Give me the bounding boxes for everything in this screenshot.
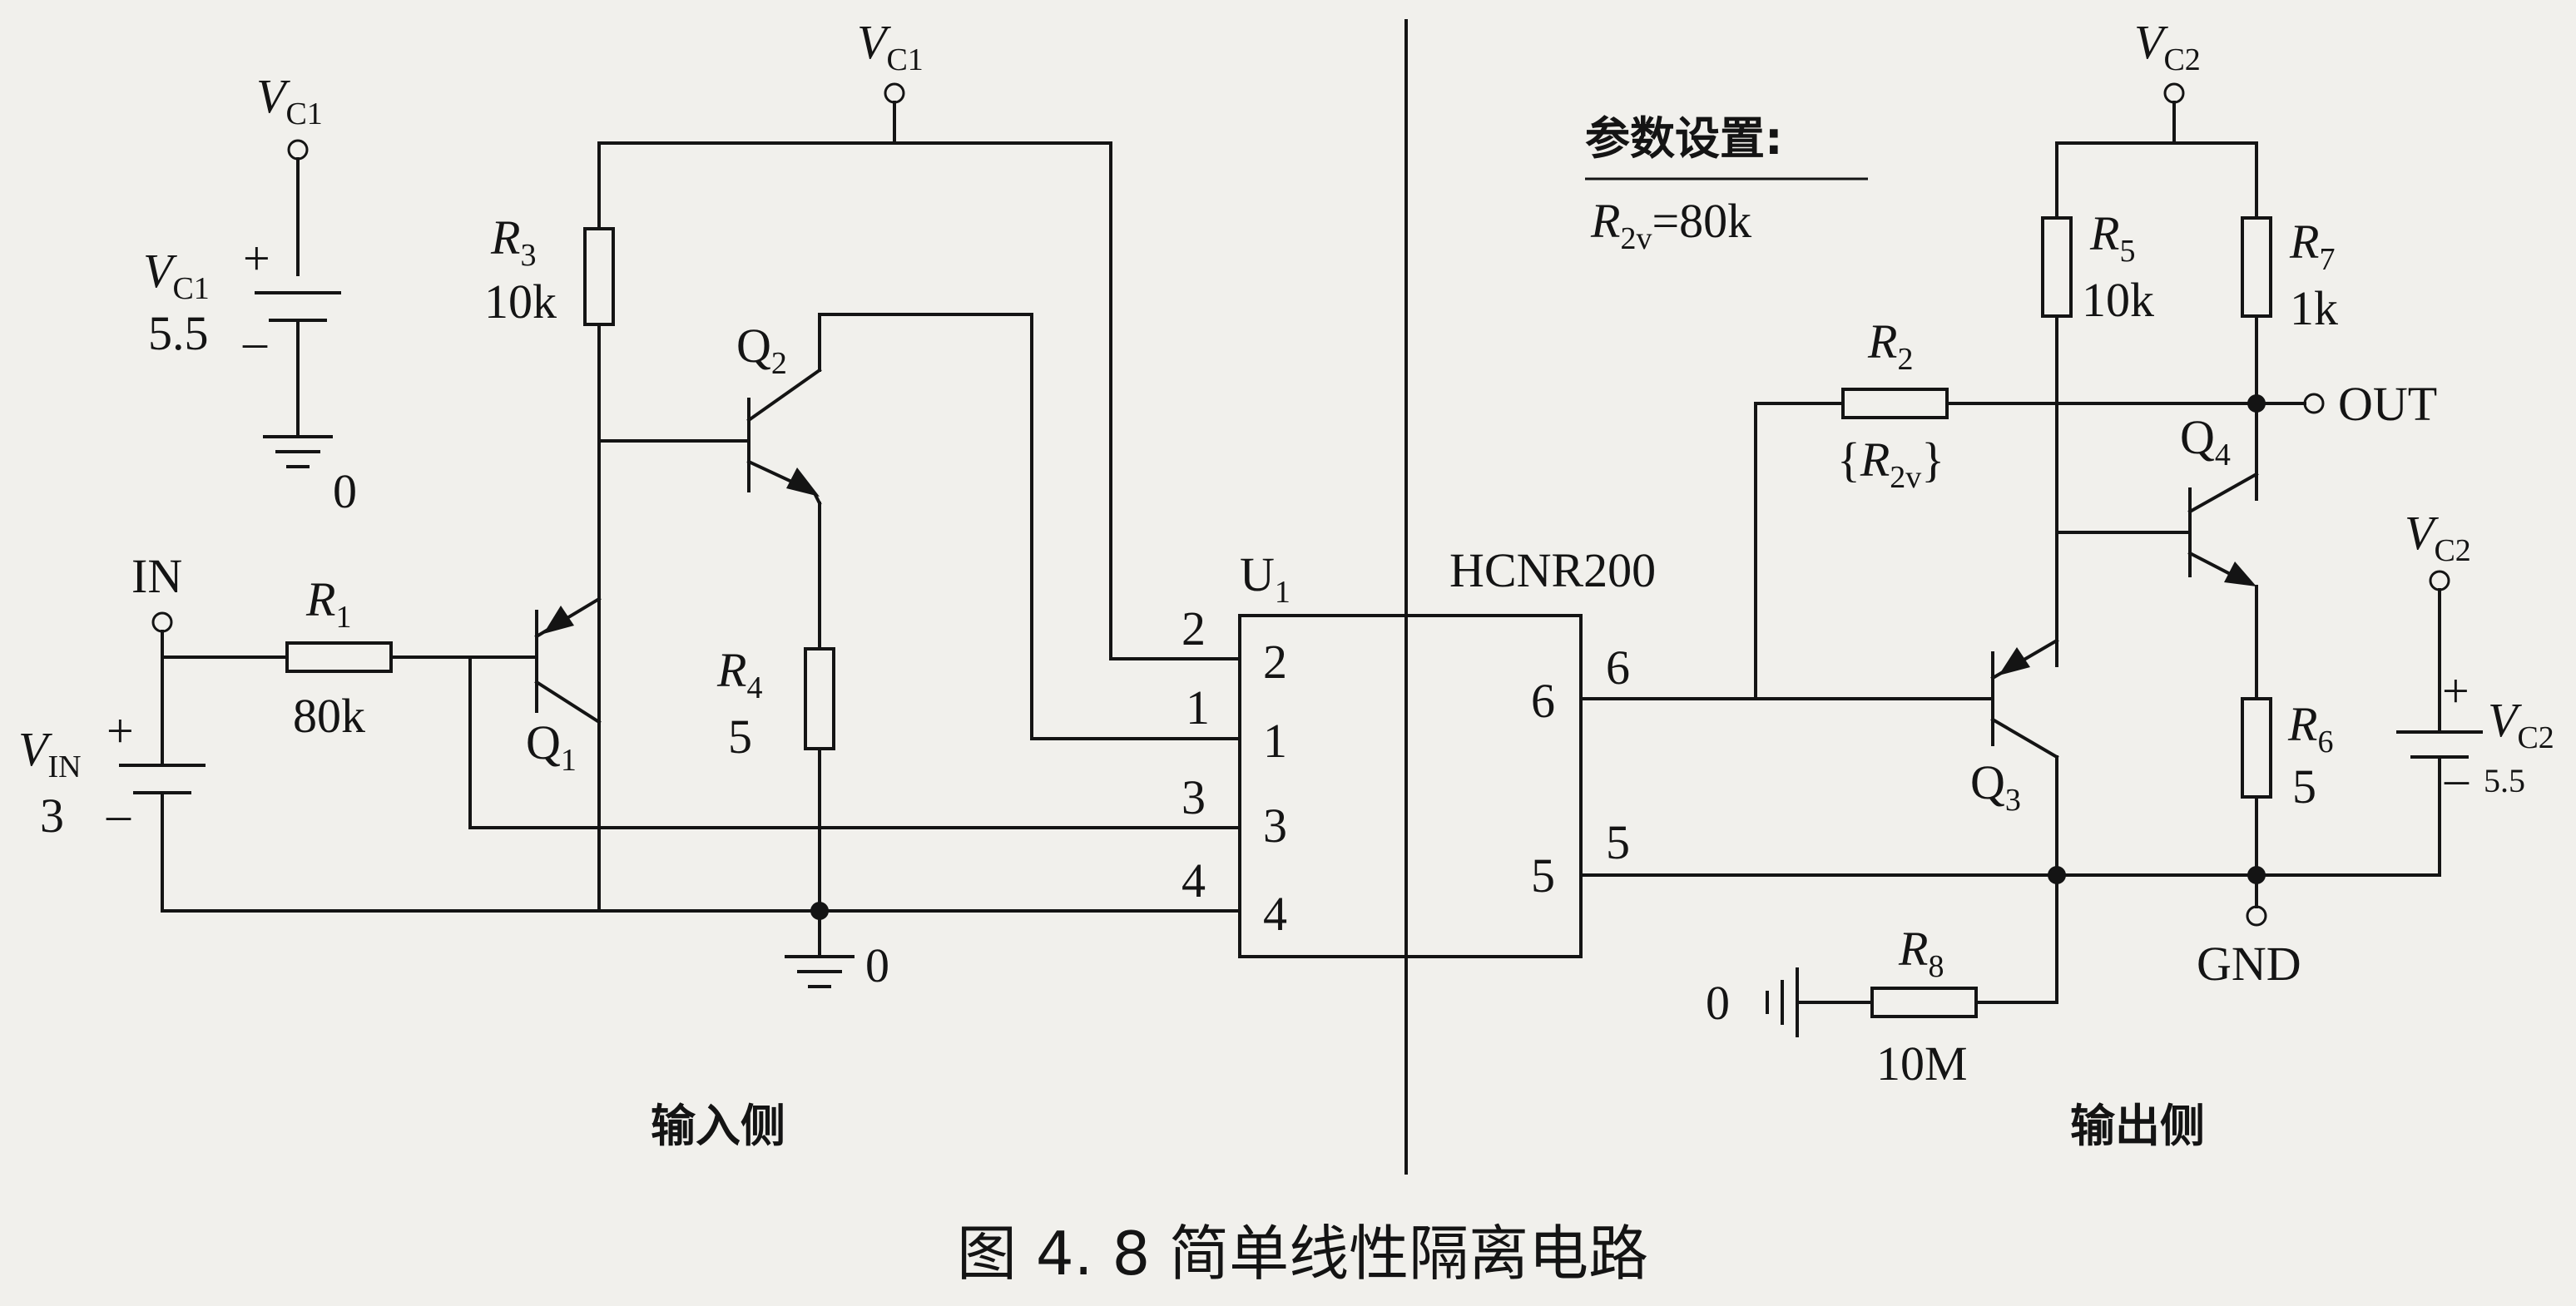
in-label: IN xyxy=(131,549,182,603)
q2-emitter-arrow xyxy=(786,467,820,497)
vin-minus: – xyxy=(106,787,131,841)
q1-label: Q1 xyxy=(526,715,577,778)
r5-label: R5 xyxy=(2089,206,2135,269)
r4-value: 5 xyxy=(728,710,752,764)
r2-value: {R2v} xyxy=(1837,433,1944,495)
left-ground-zero: 0 xyxy=(865,938,889,992)
q2-label: Q2 xyxy=(736,319,787,381)
vc2-src-label: VC2 xyxy=(2488,693,2554,755)
q3-label: Q3 xyxy=(1970,755,2021,818)
vc1-top-terminal xyxy=(884,82,905,104)
vc1-plus: + xyxy=(243,231,270,285)
pin-2-inner: 2 xyxy=(1263,635,1287,689)
vc2-top-label: VC2 xyxy=(2134,15,2201,77)
r6-resistor xyxy=(2241,697,2272,799)
vc1-top-label: VC1 xyxy=(857,15,924,77)
vc1-src-terminal xyxy=(287,139,309,161)
r3-value: 10k xyxy=(484,275,557,329)
chip-name: HCNR200 xyxy=(1449,543,1656,597)
r3-label: R3 xyxy=(490,210,536,273)
pin-3-inner: 3 xyxy=(1263,799,1287,853)
out-terminal xyxy=(2303,393,2325,414)
r3-resistor xyxy=(583,227,615,326)
r1-value: 80k xyxy=(293,689,365,743)
in-terminal xyxy=(151,611,173,633)
right-ground-zero: 0 xyxy=(1706,976,1730,1030)
r4-label: R4 xyxy=(716,643,762,705)
r8-resistor xyxy=(1870,987,1978,1018)
vc2-src-terminal-label: VC2 xyxy=(2405,506,2471,568)
q3-emitter-arrow xyxy=(1999,647,2030,675)
hcnr200-chip xyxy=(1238,614,1583,958)
r8-value: 10M xyxy=(1876,1036,1968,1091)
vc1-src-label: VC1 xyxy=(143,244,210,306)
output-side-label: 输出侧 xyxy=(2070,1100,2205,1152)
r8-label: R8 xyxy=(1898,922,1944,984)
vin-plus: + xyxy=(107,704,134,758)
r5-resistor xyxy=(2041,216,2073,318)
pin-6-inner: 6 xyxy=(1531,674,1555,728)
pin-5-outer: 5 xyxy=(1606,815,1630,869)
vc1-source xyxy=(255,139,341,468)
vin-label: VIN xyxy=(18,722,82,784)
r5-value: 10k xyxy=(2082,273,2154,327)
q4-label: Q4 xyxy=(2180,410,2231,472)
params-value: R2v=80k xyxy=(1590,194,1751,256)
r7-value: 1k xyxy=(2290,281,2338,335)
q1-emitter-arrow xyxy=(543,606,574,634)
vc2-value: 5.5 xyxy=(2484,762,2525,799)
vc1-src-terminal-label: VC1 xyxy=(256,69,323,131)
vc2-top-terminal xyxy=(2163,82,2185,104)
r7-label: R7 xyxy=(2289,215,2335,277)
vc1-ground-zero: 0 xyxy=(333,464,357,518)
gnd-terminal xyxy=(2246,905,2267,927)
params-title: 参数设置: xyxy=(1585,112,1783,165)
r2-label: R2 xyxy=(1867,314,1913,377)
q4-emitter-arrow xyxy=(2224,561,2256,586)
pin-2-outer: 2 xyxy=(1181,601,1206,655)
vc1-minus: – xyxy=(242,314,268,369)
r7-resistor xyxy=(2241,216,2272,318)
r2-resistor xyxy=(1841,388,1949,419)
pin-1-outer: 1 xyxy=(1186,680,1210,735)
pin-5-inner: 5 xyxy=(1531,848,1555,903)
vc1-value: 5.5 xyxy=(148,306,209,360)
input-side-label: 输入侧 xyxy=(651,1100,785,1152)
r1-resistor xyxy=(285,641,393,673)
pin-4-outer: 4 xyxy=(1181,853,1206,908)
pin-1-inner: 1 xyxy=(1263,714,1287,768)
vc2-src-terminal xyxy=(2429,570,2450,591)
r4-resistor xyxy=(804,647,835,750)
pin-6-outer: 6 xyxy=(1606,641,1630,695)
vc2-plus: + xyxy=(2442,664,2469,718)
u1-label: U1 xyxy=(1240,547,1290,610)
gnd-label: GND xyxy=(2197,937,2301,991)
out-label: OUT xyxy=(2338,377,2437,431)
vin-value: 3 xyxy=(40,789,64,843)
vc2-minus: – xyxy=(2444,751,2469,805)
pin-3-outer: 3 xyxy=(1181,770,1206,824)
r6-value: 5 xyxy=(2292,759,2316,814)
r6-label: R6 xyxy=(2287,697,2333,759)
figure-caption: 图 4. 8 简单线性隔离电路 xyxy=(957,1219,1648,1289)
r1-label: R1 xyxy=(305,572,351,635)
pin-4-inner: 4 xyxy=(1263,887,1287,941)
